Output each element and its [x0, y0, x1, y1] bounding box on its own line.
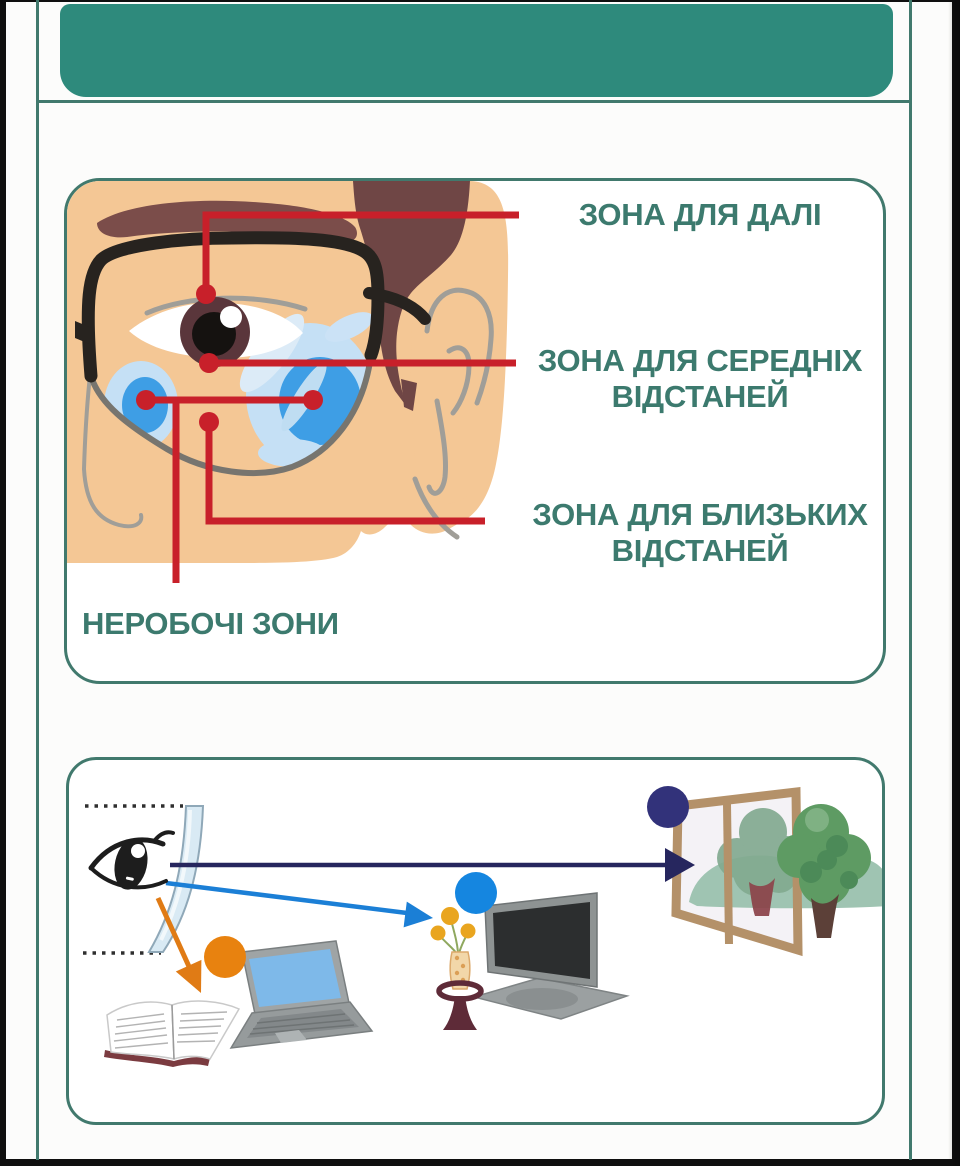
window-with-trees-icon: [671, 786, 882, 957]
face-with-glasses-illustration: [67, 181, 519, 583]
lens-icon: [147, 805, 205, 953]
page-border-left: [36, 0, 39, 1160]
lens-zones-card: [64, 178, 886, 684]
eye-icon: [88, 830, 175, 890]
glasses-frame: [75, 231, 431, 476]
dotted-guides: [83, 804, 183, 955]
sideburn: [401, 379, 417, 411]
eye-highlight: [220, 306, 242, 328]
tree-outside-window: [777, 804, 871, 938]
page-edge-shadow: [948, 0, 960, 1166]
flower-vase-icon: [430, 907, 484, 1030]
header-divider: [36, 100, 912, 103]
viewing-distances-illustration: [83, 786, 882, 1067]
gaze-arrow-far: [170, 848, 695, 882]
hair: [353, 181, 470, 407]
eyebrow: [97, 200, 357, 241]
book-icon: [104, 1000, 241, 1067]
laptop-icon: [229, 940, 374, 1049]
gaze-arrow-near: [155, 896, 202, 993]
mid-distance-dot: [455, 872, 497, 914]
zone-callout-lines: [146, 211, 519, 583]
page-border-right: [909, 0, 912, 1160]
viewing-distances-card: [66, 757, 885, 1125]
far-distance-dot: [647, 786, 689, 828]
label-nonworking-zones: НЕРОБОЧІ ЗОНИ: [82, 606, 339, 641]
label-distance-zone-text: ЗОНА ДЛЯ ДАЛІ: [578, 197, 822, 232]
label-near-zone: ЗОНА ДЛЯ БЛИЗЬКИХ ВІДСТАНЕЙ: [532, 497, 868, 568]
label-intermediate-zone: ЗОНА ДЛЯ СЕРЕДНІХ ВІДСТАНЕЙ: [537, 343, 863, 414]
ear: [410, 269, 505, 504]
label-distance-zone: ЗОНА ДЛЯ ДАЛІ: [520, 197, 880, 233]
monitor-icon: [471, 892, 630, 1020]
gaze-arrow-mid: [165, 880, 433, 928]
header-bar: [60, 4, 893, 97]
zone-callout-dots: [136, 284, 323, 432]
near-distance-dot: [204, 936, 246, 978]
